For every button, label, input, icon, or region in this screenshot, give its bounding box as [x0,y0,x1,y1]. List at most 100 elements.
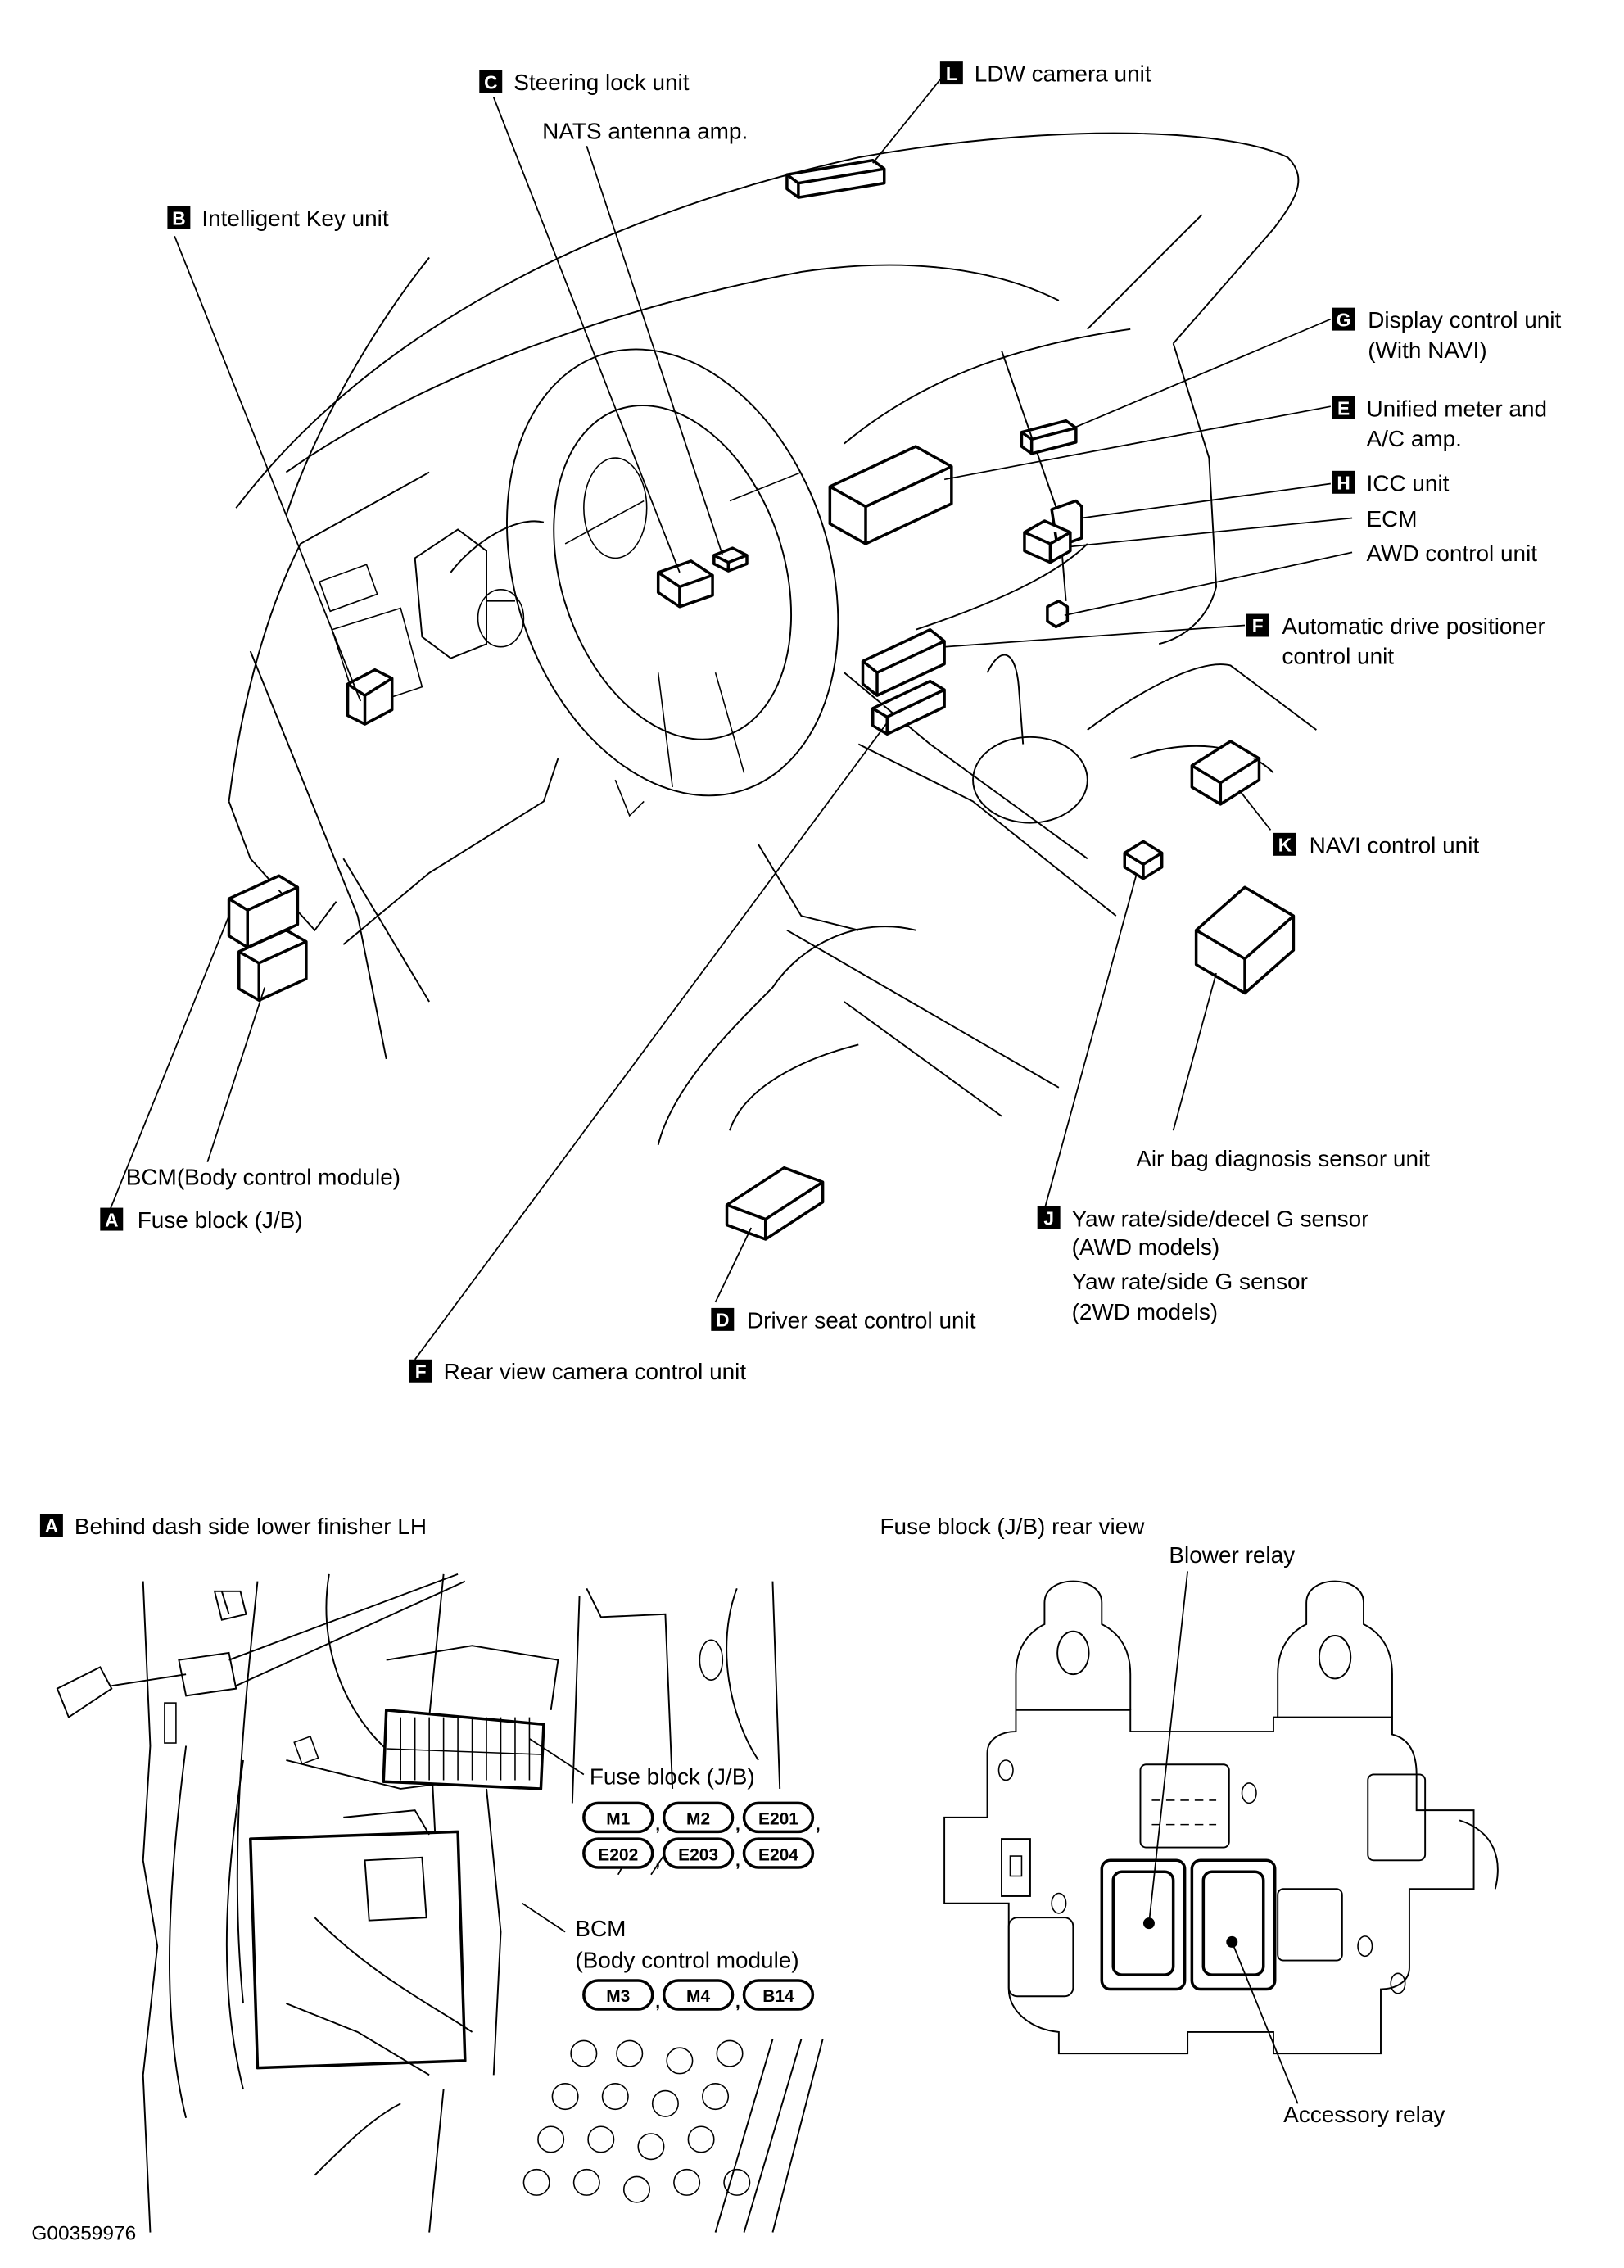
dashboard-line-art [228,132,1317,1145]
svg-text:H: H [1337,473,1350,494]
unified-meter-box [828,445,953,545]
label-bcm: BCM(Body control module) [126,1165,400,1190]
fuse-block-connectors: M1,M2,E201,E202,E203,E204 [582,1801,821,1870]
connector-code: E203 [678,1845,718,1864]
display-control-box [1020,419,1078,455]
svg-text:F: F [415,1361,427,1383]
svg-text:L: L [946,63,957,84]
floor-holes [522,2039,751,2203]
connector-pill [662,1801,735,1834]
connector-pill [742,1979,815,2011]
navi-control-box [1190,740,1261,806]
connector-m2: M2, [662,1801,740,1835]
figure-id: G00359976 [31,2222,136,2244]
connector-pill [742,1801,815,1834]
label-navi-control-unit: K NAVI control unit [1273,832,1479,858]
label-nats-antenna-amp: NATS antenna amp. [542,118,748,143]
label-fuse-block: A Fuse block (J/B) [100,1207,303,1233]
label-auto-drive-positioner: F Automatic drive positioner control uni… [1246,613,1545,669]
label-unified-meter: E Unified meter and A/C amp. [1332,396,1547,451]
connector-code: M2 [686,1810,710,1829]
label-icc-unit: H ICC unit [1332,470,1450,496]
blower-relay-label: Blower relay [1169,1542,1295,1568]
svg-text:Air bag diagnosis sensor unit: Air bag diagnosis sensor unit [1136,1146,1430,1171]
connector-code: M3 [606,1987,630,2006]
detail-a-title: Behind dash side lower finisher LH [75,1514,427,1539]
svg-text:Fuse block (J/B): Fuse block (J/B) [138,1207,303,1233]
awd-control-box [1046,600,1070,629]
connector-pill [662,1979,735,2011]
connector-e201: E201, [742,1801,821,1835]
connector-code: B14 [762,1987,794,2006]
svg-text:AWD control unit: AWD control unit [1367,541,1538,566]
leader-lines [106,74,1353,1360]
connector-b14: B14 [742,1979,815,2011]
bcm-callout: BCM [575,1916,626,1941]
connector-separator: , [655,1816,660,1835]
connector-m3: M3, [582,1979,660,2012]
ldw-camera-box [785,158,886,199]
driver-seat-control-box [725,1166,825,1241]
connector-separator: , [816,1816,821,1835]
svg-text:NAVI control unit: NAVI control unit [1310,832,1480,858]
connector-code: M4 [686,1987,710,2006]
svg-text:Unified meter and: Unified meter and [1367,396,1548,421]
svg-text:A/C amp.: A/C amp. [1367,426,1462,451]
label-airbag-sensor-unit: Air bag diagnosis sensor unit [1136,1146,1430,1171]
svg-text:F: F [1252,615,1264,636]
detail-a-line-art [56,1573,824,2233]
rear-view-title: Fuse block (J/B) rear view [880,1514,1145,1539]
ecm-box [1023,519,1072,564]
detail-a-panel: A Behind dash side lower finisher LH [39,1514,824,2233]
steering-lock-box [656,559,714,609]
svg-text:D: D [716,1310,729,1331]
label-steering-lock-unit: C Steering lock unit [479,70,690,95]
svg-text:A: A [45,1515,58,1537]
connector-e202: E202, [582,1837,660,1870]
connector-pill [582,1837,654,1869]
svg-text:J: J [1043,1208,1054,1229]
fuse-block-rear-outline [943,1580,1499,2055]
yaw-rate-sensor-box [1123,840,1164,880]
svg-text:LDW camera unit: LDW camera unit [975,61,1151,87]
intelligent-key-box [346,668,394,726]
svg-text:NATS antenna amp.: NATS antenna amp. [542,118,748,143]
svg-text:Yaw rate/side G sensor: Yaw rate/side G sensor [1072,1269,1308,1294]
label-ldw-camera-unit: L LDW camera unit [939,61,1151,87]
nats-box [712,546,749,573]
svg-text:C: C [484,71,497,93]
svg-text:A: A [105,1209,118,1230]
svg-text:(With NAVI): (With NAVI) [1368,337,1486,363]
connector-separator: , [735,1816,740,1835]
svg-text:BCM(Body control module): BCM(Body control module) [126,1165,400,1190]
connector-separator: , [655,1851,660,1870]
fuse-block-callout: Fuse block (J/B) [590,1764,755,1790]
connector-m1: M1, [582,1801,660,1835]
connector-e204: E204 [742,1837,815,1869]
svg-text:Yaw rate/side/decel G sensor: Yaw rate/side/decel G sensor [1072,1206,1369,1231]
label-awd-control-unit: AWD control unit [1367,541,1538,566]
label-ecm: ECM [1367,506,1418,532]
svg-text:Rear view camera control unit: Rear view camera control unit [444,1359,747,1384]
accessory-relay-label: Accessory relay [1283,2102,1445,2127]
connector-code: E201 [758,1810,798,1829]
svg-text:Automatic drive positioner: Automatic drive positioner [1282,613,1545,639]
connector-separator: , [735,1993,740,2012]
connector-code: M1 [606,1810,630,1829]
svg-text:(2WD models): (2WD models) [1072,1299,1219,1324]
label-driver-seat-control-unit: D Driver seat control unit [711,1307,976,1333]
bcm-callout-sub: (Body control module) [575,1947,798,1972]
connector-pill [582,1801,654,1834]
component-boxes [227,158,1296,1241]
rear-view-camera-box [871,679,946,736]
connector-pill [662,1837,735,1869]
label-yaw-rate-sensor: J Yaw rate/side/decel G sensor (AWD mode… [1037,1206,1369,1324]
svg-text:control unit: control unit [1282,644,1394,669]
connector-pill [742,1837,815,1869]
svg-text:Intelligent Key unit: Intelligent Key unit [201,206,389,231]
connector-pill [582,1979,654,2011]
svg-text:G: G [1337,309,1351,330]
svg-text:ECM: ECM [1367,506,1418,532]
